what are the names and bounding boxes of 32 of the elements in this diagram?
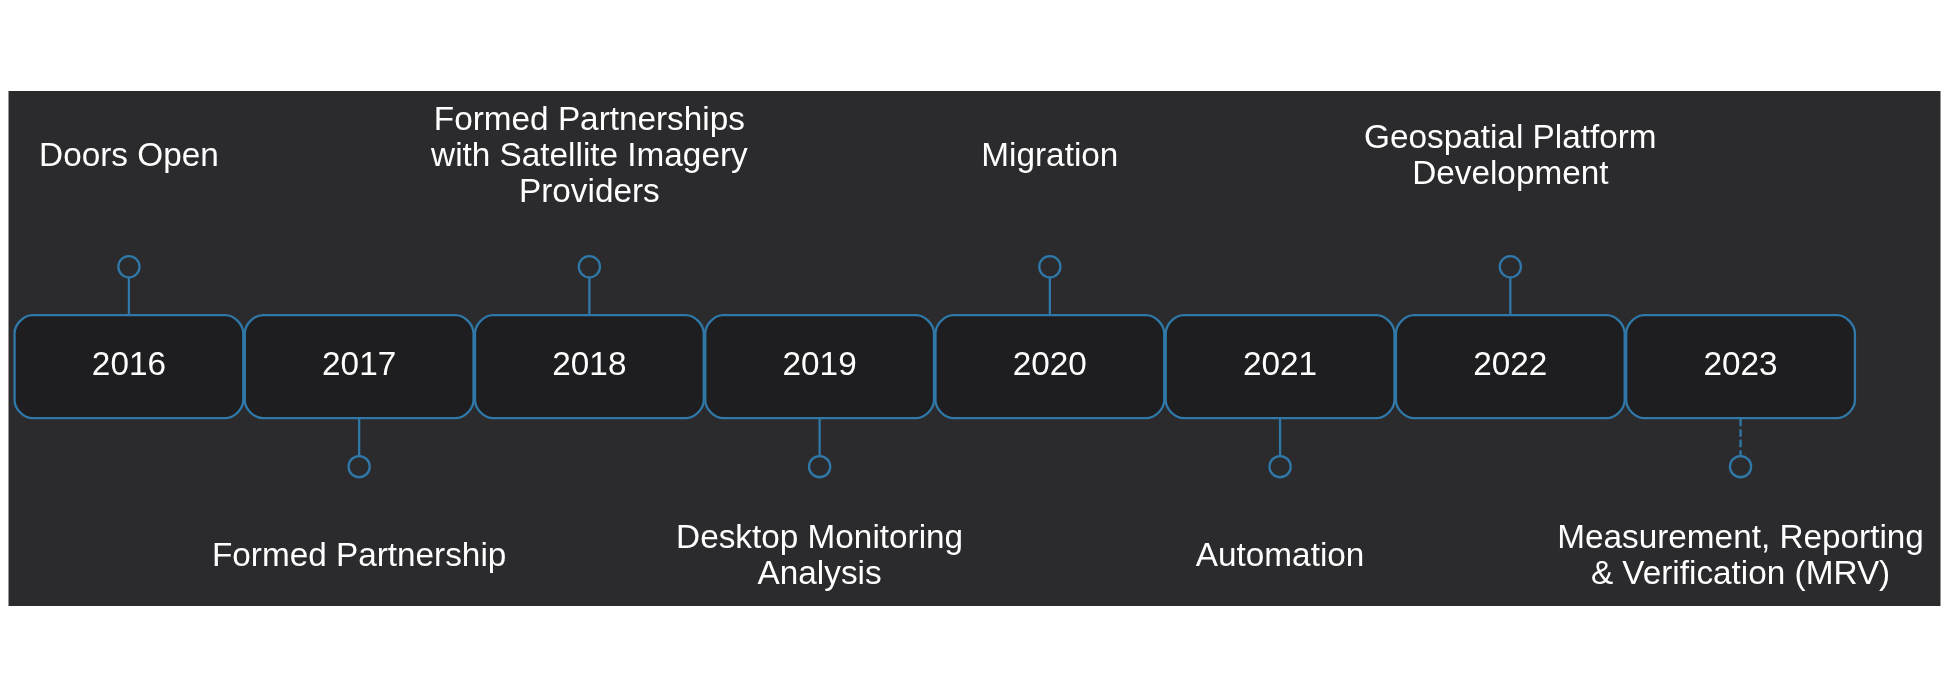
connector <box>1739 418 1742 456</box>
node-box: 2021 <box>1164 314 1396 420</box>
connector <box>588 277 591 315</box>
node-label: Measurement, Reporting & Verification (MRV) <box>1557 517 1924 592</box>
connector <box>1278 418 1282 456</box>
node-circle <box>347 454 371 479</box>
node-label: Desktop Monitoring Analysis <box>676 517 964 592</box>
node-circle <box>577 254 602 279</box>
connector <box>1048 277 1051 315</box>
node-circle <box>1268 454 1292 479</box>
node-label: Formed Partnership <box>211 536 507 574</box>
node-box: 2017 <box>243 314 475 420</box>
connector <box>358 418 361 456</box>
node-label: Migration <box>981 136 1119 174</box>
node-label: Geospatial Platform Development <box>1364 117 1657 192</box>
node-circle <box>1038 254 1062 279</box>
node-box: 2023 <box>1625 314 1857 420</box>
node-label: Automation <box>1195 536 1365 574</box>
connector <box>1509 277 1512 315</box>
node-box: 2016 <box>13 314 245 420</box>
node-label: Doors Open <box>39 136 219 174</box>
node-circle <box>1498 254 1523 279</box>
node-box: 2022 <box>1394 314 1626 420</box>
node-label: Formed Partnerships with Satellite Imagery Providers <box>431 99 748 210</box>
node-circle <box>117 254 141 279</box>
connector <box>127 277 131 315</box>
node-box: 2019 <box>704 314 936 420</box>
node-box: 2020 <box>934 314 1166 420</box>
node-box: 2018 <box>473 314 705 420</box>
connector <box>818 418 821 456</box>
node-circle <box>807 454 832 479</box>
node-circle <box>1728 454 1753 479</box>
